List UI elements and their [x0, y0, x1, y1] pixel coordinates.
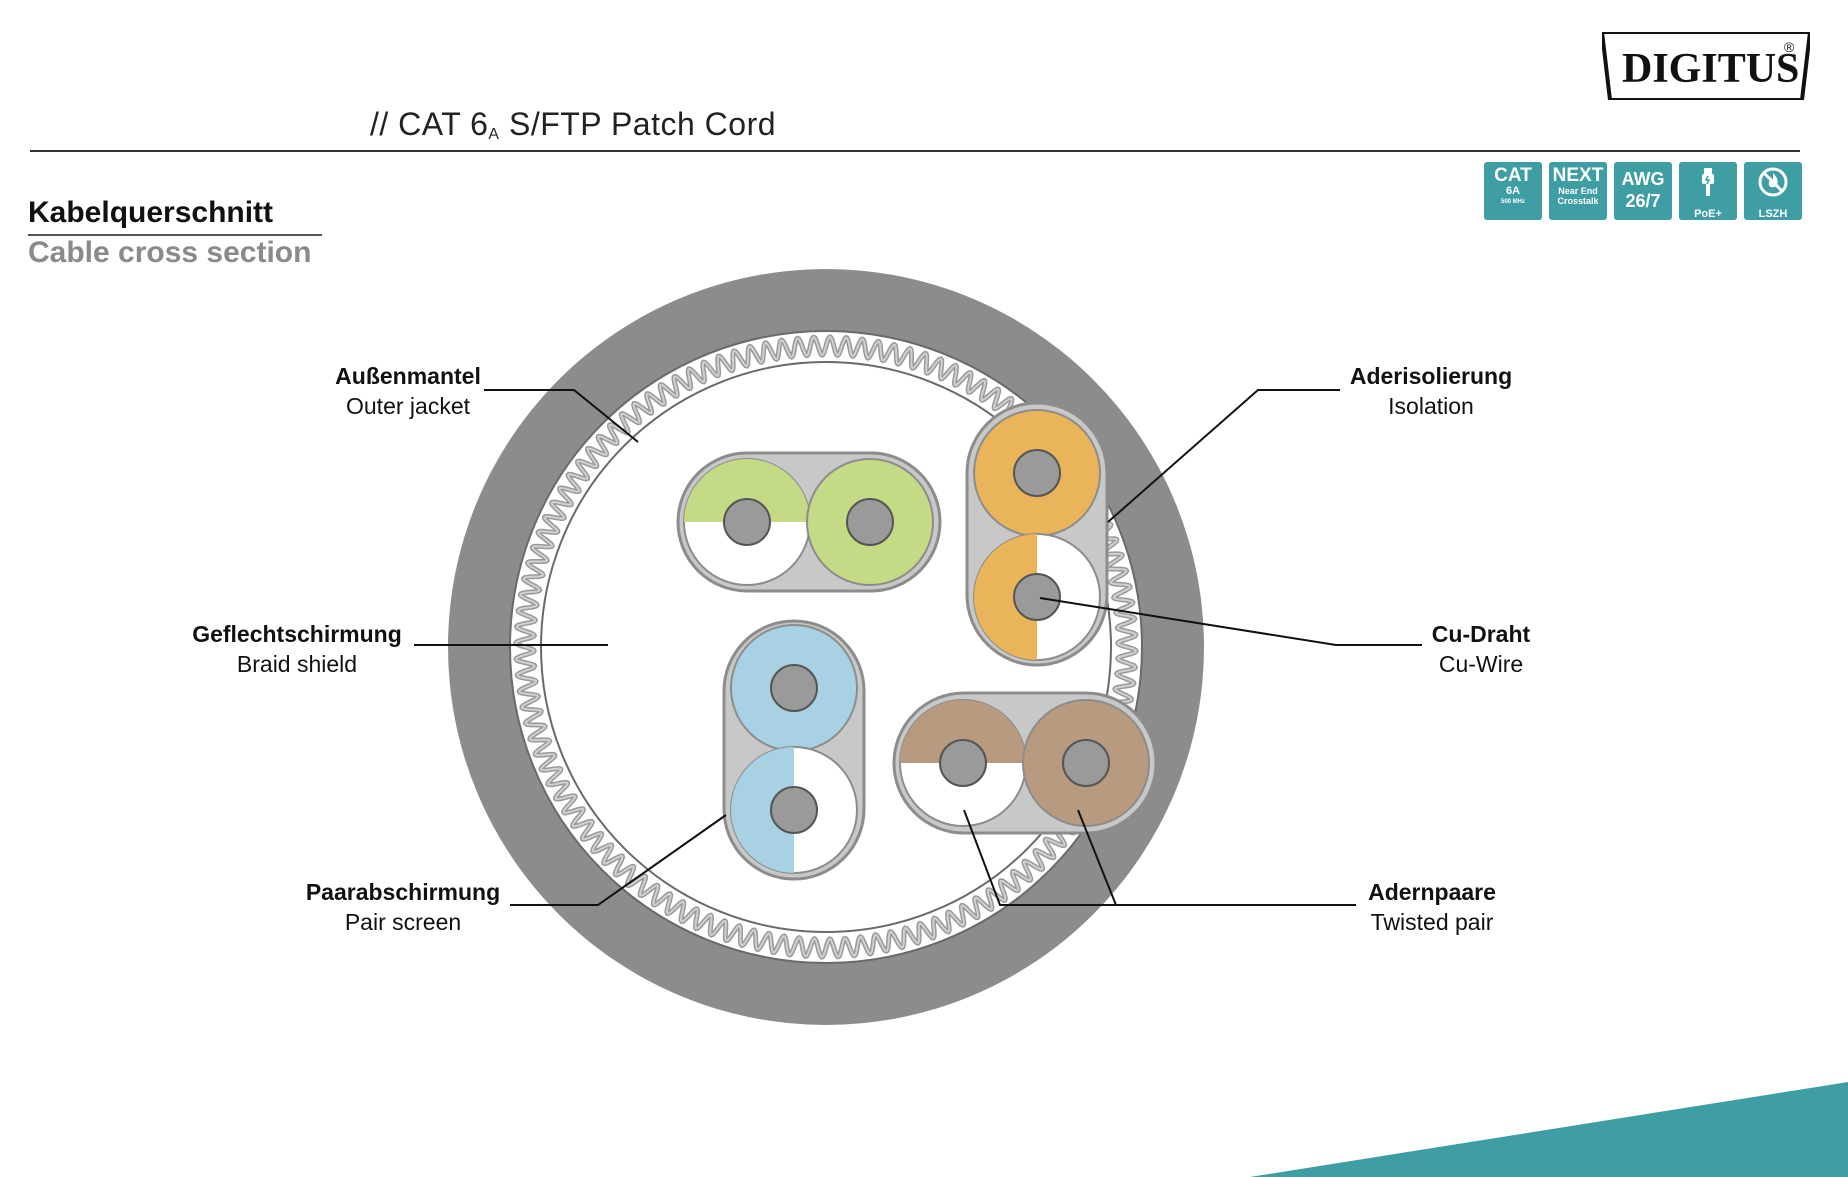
- conductor: [1013, 449, 1061, 497]
- badge-cat6a: CAT 6A 500 MHz: [1484, 162, 1542, 220]
- leader-cu-wire: [1039, 597, 1422, 646]
- conductor: [770, 786, 818, 834]
- badge-awg: AWG 26/7: [1614, 162, 1672, 220]
- pair-blue: [722, 619, 866, 881]
- header-divider: [30, 150, 1800, 152]
- title-rest: S/FTP Patch Cord: [499, 106, 777, 142]
- leader-lines: [414, 389, 1422, 906]
- conductor: [939, 739, 987, 787]
- leader-pair-screen: [510, 814, 727, 906]
- pair-orange: [965, 401, 1109, 667]
- conductor: [770, 664, 818, 712]
- label-outer-jacket: Außenmantel Outer jacket: [335, 363, 481, 419]
- digitus-logo: DIGITUS ®: [1602, 32, 1810, 100]
- leader-outer-jacket: [484, 389, 639, 443]
- label-braid-shield: Geflechtschirmung Braid shield: [192, 621, 402, 677]
- teal-corner-accent: [1250, 1082, 1848, 1177]
- section-title-german: Kabelquerschnitt: [28, 196, 274, 229]
- conductor: [1013, 573, 1061, 621]
- badge-next: NEXT Near End Crosstalk: [1549, 162, 1607, 220]
- conductor: [1062, 739, 1110, 787]
- title-subscript: A: [488, 126, 500, 143]
- badge-poe: PoE+: [1679, 162, 1737, 220]
- page-title: // CAT 6A S/FTP Patch Cord: [370, 106, 776, 144]
- label-cu-wire: Cu-Draht Cu-Wire: [1431, 621, 1531, 677]
- title-main: // CAT 6: [370, 106, 489, 142]
- logo-text: DIGITUS: [1622, 46, 1799, 92]
- label-pair-screen: Paarabschirmung Pair screen: [305, 879, 501, 935]
- conductor: [723, 498, 771, 546]
- braid-shield-highlight: [514, 335, 1138, 959]
- section-title-english: Cable cross section: [28, 236, 312, 269]
- label-isolation: Aderisolierung Isolation: [1349, 363, 1513, 419]
- logo-registered-mark: ®: [1784, 39, 1795, 55]
- leader-isolation: [1107, 389, 1340, 523]
- label-twisted-pair: Adernpaare Twisted pair: [1368, 879, 1496, 935]
- pair-brown: [892, 691, 1158, 835]
- plug-icon: [1702, 168, 1714, 196]
- badge-lszh: LSZH: [1744, 162, 1802, 220]
- section-title-underline: [28, 234, 322, 236]
- pair-green: [676, 451, 942, 593]
- no-fire-icon: [1758, 167, 1788, 197]
- leader-twisted-pair-2: [963, 809, 1116, 906]
- conductor: [846, 498, 894, 546]
